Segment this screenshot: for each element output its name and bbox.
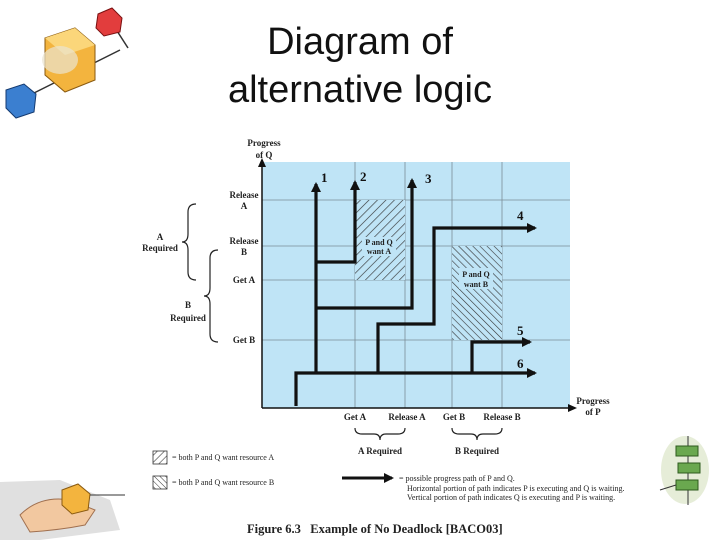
path-label-5: 5 [517,323,524,338]
path-3 [316,178,417,310]
legend-arrow-line2: Horizontal portion of path indicates P i… [407,484,624,493]
path-2 [316,180,360,264]
legend-hatch-b: = both P and Q want resource B [172,478,274,487]
b-required-brace [203,249,219,343]
figure-caption: Figure 6.3 Example of No Deadlock [BACO0… [247,522,503,536]
slide-title-line1: Diagram of [267,21,453,63]
p-axis-title-1: Progress [576,396,610,406]
path-label-1: 1 [321,170,328,185]
legend-arrow-line1: = possible progress path of P and Q. [399,474,515,483]
plot-area [262,162,570,408]
a-required-bottom-brace [354,427,406,441]
q-tick-release-b-2: B [241,247,247,257]
q-axis-title-1: Progress [247,138,281,148]
hand-cube-icon [0,480,125,540]
q-tick-get-a: Get A [233,275,256,285]
p-tick-get-a: Get A [344,412,367,422]
path-label-2: 2 [360,169,367,184]
q-tick-release-b-1: Release [230,236,259,246]
q-axis-title-2: of Q [256,150,273,160]
p-tick-release-b: Release B [483,412,520,422]
path-label-6: 6 [517,356,524,371]
a-required-brace [181,203,197,281]
q-tick-get-b: Get B [233,335,255,345]
p-tick-get-b: Get B [443,412,465,422]
p-tick-release-a: Release A [388,412,426,422]
slide-title: Diagram of alternative logic [150,18,570,114]
legend-hatch-a-swatch [152,450,168,465]
q-tick-release-a-1: Release [230,190,259,200]
region-want-b [452,246,502,340]
legend-hatch-b-swatch [152,475,168,490]
b-required-bottom-brace [451,427,503,441]
legend-hatch-a: = both P and Q want resource A [172,453,274,462]
path-6 [294,368,537,406]
b-required-bottom: B Required [455,446,499,456]
b-required-left-2: Required [170,313,206,323]
path-label-4: 4 [517,208,524,223]
b-required-left-1: B [185,300,191,310]
path-label-3: 3 [425,171,432,186]
region-a-label-2: want A [367,247,391,256]
q-tick-release-a-2: A [241,201,248,211]
slide-title-line2: alternative logic [227,69,493,111]
legend-arrow-line3: Vertical portion of path indicates Q is … [407,493,615,502]
path-5 [470,337,532,373]
path-4 [376,223,537,373]
region-b-label-1: P and Q [462,270,490,279]
p-axis-title-2: of P [585,407,601,417]
region-b-label-2: want B [464,280,489,289]
region-a-label-1: P and Q [365,238,393,247]
a-required-left-2: Required [142,243,178,253]
a-required-bottom: A Required [358,446,402,456]
stacked-blocks-icon [659,436,709,505]
cube-cluster-icon [5,7,129,119]
a-required-left-1: A [157,232,164,242]
